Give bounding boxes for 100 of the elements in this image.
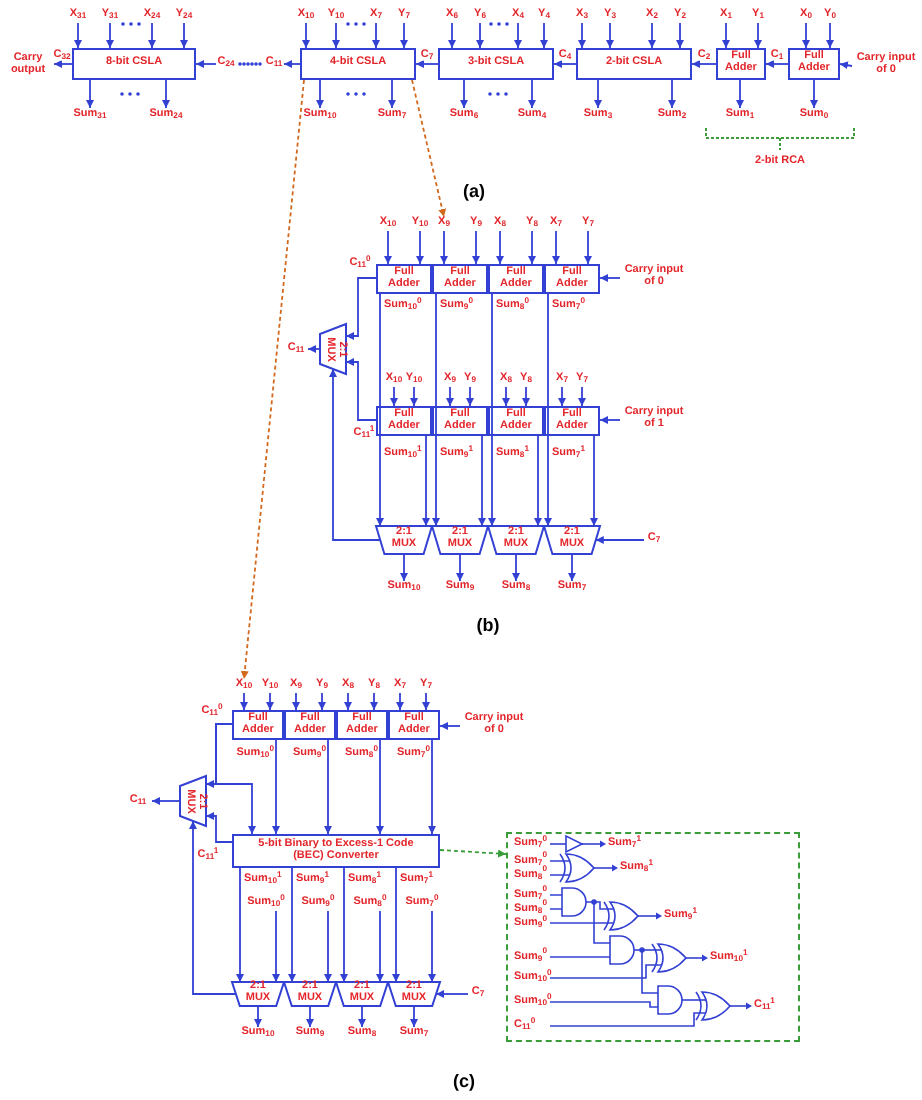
figure-label: (b): [476, 617, 500, 635]
arrow: [584, 230, 592, 265]
arrow: [344, 692, 352, 711]
arrow: [390, 386, 398, 407]
arrow: [318, 692, 326, 711]
arrow: [151, 797, 181, 805]
figure-label: (c): [453, 1073, 475, 1091]
arrow: [540, 22, 548, 49]
arrow: [432, 293, 440, 527]
arrow: [162, 79, 170, 109]
arrow: [496, 230, 504, 265]
arrow: [345, 358, 377, 421]
arrow: [307, 345, 321, 353]
arrow: [324, 910, 332, 983]
arrow: [502, 386, 510, 407]
arrow: [416, 230, 424, 265]
arrow: [478, 435, 486, 527]
arrow: [254, 1005, 262, 1028]
arrow: [839, 61, 853, 70]
arrow: [180, 22, 188, 49]
dashed-arrow: [240, 79, 305, 680]
arrow: [306, 1005, 314, 1028]
arrow: [415, 60, 439, 68]
arrow: [488, 293, 496, 527]
arrow: [691, 60, 717, 68]
dashed-arrow: [411, 79, 447, 218]
arrow: [553, 60, 577, 68]
arrow: [440, 230, 448, 265]
arrow: [324, 739, 332, 835]
arrow: [676, 22, 684, 49]
arrow: [594, 536, 645, 544]
arrow: [388, 79, 396, 109]
arrow: [466, 386, 474, 407]
arrow: [456, 553, 464, 582]
arrow: [590, 435, 598, 527]
arrow: [448, 22, 456, 49]
arrow: [376, 739, 384, 835]
arrow: [410, 386, 418, 407]
arrow: [460, 79, 468, 109]
arrow: [552, 230, 560, 265]
arrow: [439, 722, 461, 730]
dashed-arrow: [439, 849, 507, 858]
arrow: [410, 1005, 418, 1028]
arrow: [578, 22, 586, 49]
arrow: [668, 79, 676, 109]
arrow: [396, 692, 404, 711]
arrow: [148, 22, 156, 49]
arrow: [372, 22, 380, 49]
arrow: [802, 22, 810, 49]
arrow: [292, 692, 300, 711]
arrow: [568, 553, 576, 582]
arrow: [53, 60, 73, 68]
arrow: [400, 553, 408, 582]
arrow: [288, 867, 296, 983]
arrow: [810, 79, 818, 109]
arrow: [302, 22, 310, 49]
arrow: [428, 910, 436, 983]
arrow: [195, 60, 217, 68]
arrow: [544, 293, 552, 527]
arrow: [578, 386, 586, 407]
arrow: [400, 22, 408, 49]
arrow: [205, 812, 233, 843]
arrow: [106, 22, 114, 49]
arrow: [514, 22, 522, 49]
arrow: [345, 277, 377, 340]
arrow: [599, 416, 621, 424]
arrow: [370, 692, 378, 711]
arrow: [428, 739, 436, 835]
detail-frame: [506, 832, 800, 1042]
arrow: [240, 692, 248, 711]
arrow: [599, 274, 621, 282]
arrow: [558, 386, 566, 407]
arrow: [358, 1005, 366, 1028]
arrow: [329, 368, 382, 541]
arrow: [272, 910, 280, 983]
figure-label: (a): [463, 183, 485, 201]
arrow: [476, 22, 484, 49]
arrow: [236, 867, 244, 983]
arrow: [422, 692, 430, 711]
arrow: [332, 22, 340, 49]
arrow: [422, 435, 430, 527]
arrow: [512, 553, 520, 582]
arrow: [722, 22, 730, 49]
arrow: [376, 293, 384, 527]
arrow: [86, 79, 94, 109]
arrow: [736, 79, 744, 109]
arrow: [215, 723, 256, 835]
arrow: [283, 60, 301, 68]
arrow: [594, 79, 602, 109]
arrow: [765, 60, 789, 68]
arrow: [392, 867, 400, 983]
arrow: [472, 230, 480, 265]
arrow: [272, 739, 280, 835]
arrow: [266, 692, 274, 711]
arrow: [384, 230, 392, 265]
arrow: [528, 79, 536, 109]
arrow: [606, 22, 614, 49]
arrow: [522, 386, 530, 407]
arrow: [376, 910, 384, 983]
arrow: [534, 435, 542, 527]
